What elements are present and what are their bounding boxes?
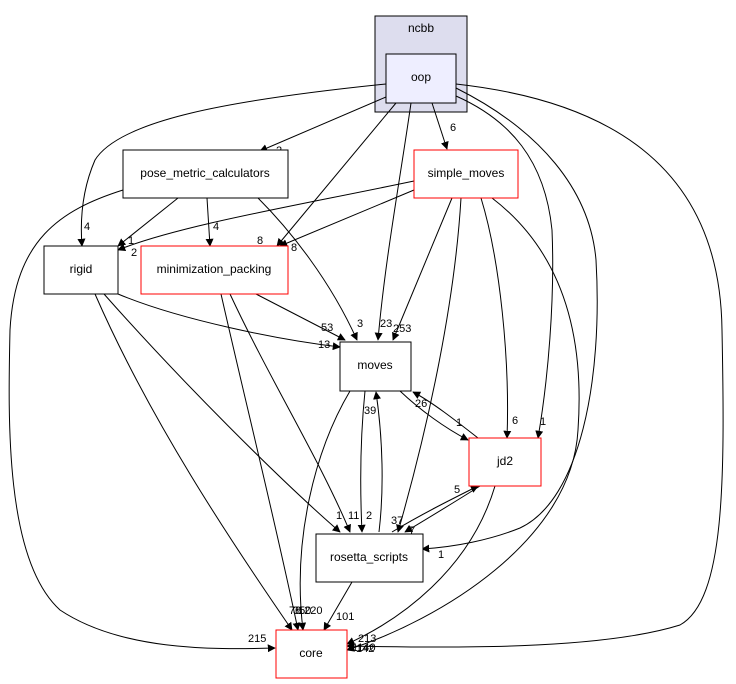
node-oop-box (385, 53, 457, 104)
edge-oop-to-pose-metric-calculators (259, 96, 387, 152)
edge-label-pmc-to-rigid: 1 (128, 235, 134, 247)
node-pose-metric-calculators-label: pose_metric_calculators (140, 166, 269, 180)
edge-minimization-packing-to-rosetta-scripts (229, 293, 351, 533)
edge-moves-to-jd2 (399, 390, 469, 441)
edge-pmc-to-minimization-packing (205, 197, 214, 247)
node-core[interactable]: core (275, 629, 348, 679)
edge-rosetta-scripts-to-moves (373, 391, 383, 533)
edge-label-simple-moves-to-moves: 253 (393, 323, 411, 335)
edge-label-rosetta-scripts-to-jd2: 5 (454, 484, 460, 496)
edge-label-rigid-to-rosetta-scripts: 1 (336, 510, 342, 522)
edge-label-oop-to-jd2: 1 (540, 416, 546, 428)
edge-simple-moves-to-jd2 (480, 197, 512, 439)
node-simple-moves[interactable]: simple_moves (413, 149, 519, 199)
node-oop[interactable]: oop (385, 53, 457, 104)
edge-simple-moves-to-rosetta-scripts (396, 197, 462, 533)
edge-label-simple-moves-to-minimization-packing: 8 (291, 242, 297, 254)
node-minimization-packing-label: minimization_packing (157, 262, 272, 276)
edge-minimization-packing-to-core (220, 293, 301, 631)
edge-rosetta-scripts-to-jd2 (391, 485, 479, 533)
node-oop-label: oop (411, 70, 431, 84)
edge-label-rosetta-scripts-to-moves: 39 (364, 405, 376, 417)
node-pose-metric-calculators-box (122, 149, 289, 199)
edge-label-oop-to-rigid: 4 (84, 221, 90, 233)
edge-jd2-to-rosetta-scripts (404, 485, 481, 533)
edge-rigid-to-moves (117, 293, 341, 351)
node-simple-moves-label: simple_moves (428, 166, 505, 180)
edge-simple-moves-to-moves (392, 197, 453, 341)
edge-label-pmc-to-core: 215 (248, 633, 266, 645)
edge-oop-to-rigid (77, 83, 387, 247)
edge-label-jd2-to-core: 213 (358, 633, 376, 645)
edge-label-oop-to-simple-moves: 6 (450, 122, 456, 134)
edge-rigid-to-core (94, 293, 293, 631)
edge-label-moves-to-core: 1220 (298, 605, 322, 617)
node-minimization-packing-box (140, 245, 289, 295)
node-rigid[interactable]: rigid (43, 245, 119, 295)
edge-label-simple-moves-to-jd2: 6 (512, 415, 518, 427)
edge-label-rosetta-scripts-to-core: 101 (336, 611, 354, 623)
edge-jd2-to-core (346, 485, 496, 645)
edge-label-rigid-to-core: 78 (289, 605, 301, 617)
edge-rosetta-scripts-to-core (323, 581, 353, 631)
edge-oop-to-jd2 (455, 95, 554, 439)
edge-label-jd2-to-moves: 26 (415, 398, 427, 410)
edge-oop-to-minimization-packing (276, 102, 397, 247)
edge-moves-to-rosetta-scripts (357, 390, 366, 533)
node-rigid-box (43, 245, 119, 295)
cluster-ncbb-label: ncbb (408, 21, 434, 35)
node-rosetta-scripts-box (315, 533, 424, 583)
edge-minimization-packing-to-moves (255, 293, 346, 341)
edge-oop-to-simple-moves (431, 102, 449, 150)
edge-pmc-to-rigid (117, 197, 179, 247)
edge-label-oop-to-core: 142 (356, 643, 374, 655)
edge-label-minimization-packing-to-moves: 53 (321, 322, 333, 334)
node-minimization-packing[interactable]: minimization_packing (140, 245, 289, 295)
node-rosetta-scripts-label: rosetta_scripts (330, 550, 408, 564)
edge-label-jd2-to-rosetta-scripts: 7 (409, 525, 415, 537)
node-jd2-box (468, 437, 542, 487)
node-core-label: core (299, 646, 323, 660)
edge-oop-to-rosetta-scripts (421, 87, 598, 553)
nodes: oop pose_metric_calculators simple_moves… (43, 53, 542, 679)
edge-oop-to-core (346, 83, 724, 651)
edge-label-pmc-to-minimization-packing: 4 (213, 221, 219, 233)
edge-pmc-to-core (8, 189, 276, 653)
node-core-box (275, 629, 348, 679)
node-simple-moves-box (413, 149, 519, 199)
edges: 2 6 4 8 23 1 1 142 1 4 3 215 2 8 253 6 3 (8, 83, 724, 655)
edge-jd2-to-moves (412, 391, 479, 439)
edge-label-minimization-packing-to-core: 350 (293, 605, 311, 617)
node-rosetta-scripts[interactable]: rosetta_scripts (315, 533, 424, 583)
node-jd2[interactable]: jd2 (468, 437, 542, 487)
edge-rigid-to-rosetta-scripts (103, 293, 341, 533)
edge-label-oop-to-moves: 23 (380, 318, 392, 330)
edge-label-simple-moves-to-rigid: 2 (131, 247, 137, 259)
node-moves-box (339, 341, 412, 392)
edge-simple-moves-to-minimization-packing (279, 189, 415, 247)
edge-simple-moves-to-core (346, 197, 580, 652)
edge-simple-moves-to-rigid (117, 180, 415, 252)
node-moves-label: moves (357, 358, 392, 372)
node-pose-metric-calculators[interactable]: pose_metric_calculators (122, 149, 289, 199)
node-rigid-label: rigid (70, 262, 93, 276)
edge-label-simple-moves-to-rosetta-scripts: 37 (391, 515, 403, 527)
node-moves[interactable]: moves (339, 341, 412, 392)
edge-label-simple-moves-to-core: 1140 (352, 642, 376, 654)
edge-label-minimization-packing-to-rosetta-scripts: 11 (348, 510, 359, 522)
edge-moves-to-core (298, 390, 351, 631)
edge-label-oop-to-rosetta-scripts: 1 (438, 549, 444, 561)
edge-label-pmc-to-moves: 3 (357, 318, 363, 330)
edge-oop-to-moves (374, 102, 412, 341)
edge-label-moves-to-rosetta-scripts: 2 (366, 510, 372, 522)
node-jd2-label: jd2 (496, 454, 513, 468)
edge-label-oop-to-minimization-packing: 8 (257, 235, 263, 247)
edge-label-rigid-to-moves: 13 (318, 339, 330, 351)
